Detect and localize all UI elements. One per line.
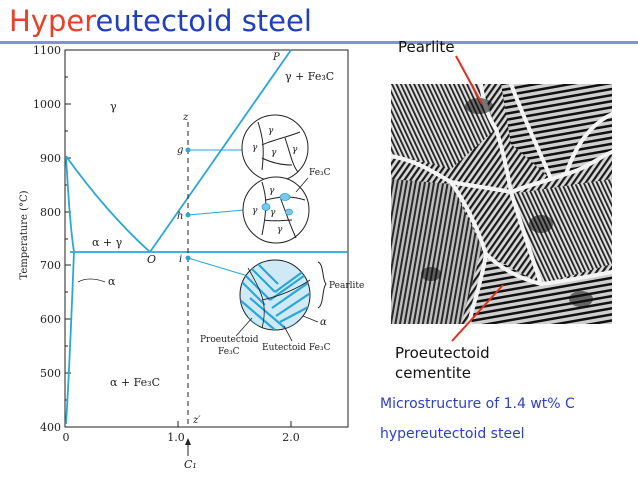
x-tick-1: 1.0 (167, 431, 185, 444)
circle-g-gamma-2: γ (252, 143, 258, 153)
micrograph-proeutectoid-label: Proeutectoid (395, 344, 490, 362)
label-alpha-gamma: α + γ (92, 236, 123, 249)
circle-g-gamma-3: γ (271, 148, 277, 158)
proeutectoid-pointer (451, 284, 504, 342)
label-gamma-fe3c: γ + Fe₃C (285, 70, 334, 83)
acm-line (149, 49, 292, 253)
y-tick-1000: 1000 (33, 98, 61, 111)
circle-h-fe3c: Fe₃C (309, 168, 331, 178)
alpha-pointer (77, 278, 106, 283)
alpha-gamma-boundary (65, 155, 75, 253)
a3-line (65, 155, 151, 253)
y-tick-600: 600 (40, 313, 61, 326)
circle-g-gamma-4: γ (292, 145, 298, 155)
label-pearlite-circle: Pearlite (329, 281, 364, 291)
phase-boundaries (65, 49, 348, 425)
i-connector (187, 257, 249, 277)
label-proeutectoid-1: Proeutectoid (200, 335, 259, 345)
point-g: g (177, 145, 183, 156)
caption-line-2: hypereutectoid steel (380, 426, 525, 442)
circle-h-gamma-4: γ (277, 225, 283, 235)
x-tick-2: 2.0 (282, 431, 300, 444)
label-alpha-fe3c: α + Fe₃C (110, 376, 160, 389)
title-underline-bar (0, 41, 638, 44)
point-o: O (147, 253, 156, 266)
phase-diagram-panel (17, 44, 367, 470)
micrograph-pearlite-label: Pearlite (398, 38, 455, 56)
y-tick-800: 800 (40, 206, 61, 219)
circle-h-gamma-1: γ (269, 186, 275, 196)
pearlite-pointer (455, 55, 483, 105)
caption-line-1: Microstructure of 1.4 wt% C (380, 396, 575, 412)
pearlite-bracket (317, 261, 327, 309)
label-proeutectoid-2: Fe₃C (218, 347, 240, 357)
point-i: i (179, 254, 182, 265)
label-gamma: γ (110, 100, 117, 113)
point-h: h (177, 211, 183, 222)
micrograph-cementite-label: cementite (395, 364, 471, 382)
circle-g-gamma-1: γ (268, 126, 274, 136)
micrograph-image (391, 84, 612, 324)
y-tick-500: 500 (40, 367, 61, 380)
c1-arrow-head (185, 438, 191, 445)
c1-label: C₁ (184, 458, 197, 471)
label-eutectoid: Eutectoid Fe₃C (262, 343, 331, 353)
circle-h-gamma-3: γ (270, 208, 276, 218)
y-tick-700: 700 (40, 259, 61, 272)
title-hyper: Hyper (9, 4, 96, 38)
y-axis-label: Temperature (°C) (19, 190, 30, 279)
title-rest: eutectoid steel (95, 4, 312, 38)
y-tick-900: 900 (40, 152, 61, 165)
x-tick-0: 0 (63, 431, 70, 444)
microstructure-circle-i (239, 259, 311, 331)
point-z-prime: z′ (192, 415, 201, 426)
slide-title: Hypereutectoid steel (9, 4, 312, 38)
point-z: z (182, 112, 189, 123)
y-tick-400: 400 (40, 421, 61, 434)
label-alpha-circle: α (320, 317, 327, 328)
circle-h-gamma-2: γ (252, 206, 258, 216)
alpha-solvus (65, 251, 75, 425)
label-alpha: α (108, 275, 116, 288)
point-p: P (272, 52, 280, 63)
y-tick-1100: 1100 (33, 44, 61, 57)
microstructure-circle-h: γ γ γ γ Fe₃C (242, 168, 331, 244)
h-connector (187, 209, 245, 216)
